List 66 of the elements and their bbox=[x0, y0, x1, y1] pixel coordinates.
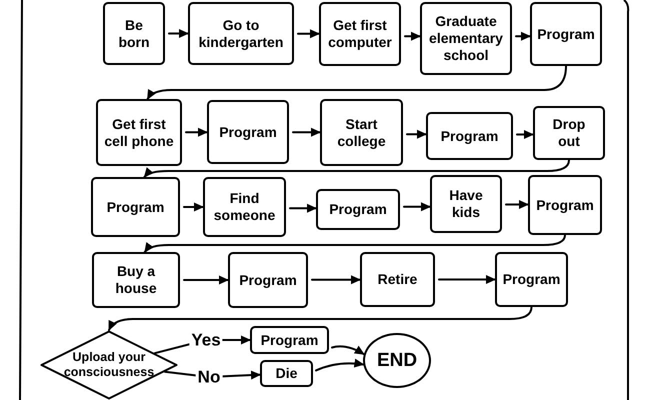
arrow bbox=[168, 29, 189, 38]
process-box bbox=[426, 112, 513, 160]
process-box bbox=[103, 2, 165, 65]
arrow bbox=[185, 128, 208, 137]
process-box bbox=[207, 100, 289, 164]
terminal-label: END bbox=[376, 351, 418, 370]
process-box bbox=[430, 175, 502, 233]
arrow bbox=[406, 130, 427, 139]
process-box bbox=[91, 177, 180, 237]
step-label: Find someone bbox=[212, 190, 276, 224]
process-box bbox=[533, 106, 605, 160]
decision-diamond bbox=[40, 330, 178, 400]
step-label: Program bbox=[536, 196, 594, 214]
process-box bbox=[92, 252, 180, 308]
process-box bbox=[96, 99, 182, 166]
process-box bbox=[320, 99, 403, 166]
step-label: Have kids bbox=[448, 187, 484, 221]
process-box bbox=[188, 2, 294, 65]
step-label: Program bbox=[219, 124, 277, 140]
process-box bbox=[203, 177, 286, 237]
step-label: Be born bbox=[117, 16, 151, 50]
step-label: Die bbox=[276, 365, 298, 382]
step-label: Go to kindergarten bbox=[198, 16, 284, 50]
arrow bbox=[108, 306, 532, 331]
step-label: Program bbox=[440, 128, 498, 144]
step-label: Program bbox=[239, 272, 297, 288]
process-box bbox=[420, 2, 512, 75]
arrow bbox=[515, 32, 531, 41]
process-box bbox=[316, 189, 400, 230]
arrow bbox=[292, 128, 321, 137]
process-box bbox=[495, 252, 568, 307]
process-box bbox=[250, 326, 329, 354]
step-label: Drop out bbox=[552, 116, 586, 150]
step-label: Get first computer bbox=[327, 17, 393, 51]
step-label: Program bbox=[106, 198, 164, 216]
arrow bbox=[438, 275, 496, 284]
step-label: Program bbox=[260, 332, 318, 348]
arrow bbox=[315, 358, 364, 372]
arrow bbox=[331, 345, 365, 356]
arrow bbox=[516, 130, 534, 139]
process-box bbox=[260, 360, 313, 387]
arrow bbox=[505, 200, 529, 209]
step-label: Program bbox=[329, 201, 387, 218]
arrow bbox=[183, 276, 229, 284]
arrow bbox=[403, 202, 431, 212]
step-label: Buy a house bbox=[114, 263, 158, 297]
decision-label: Upload your consciousness bbox=[62, 350, 156, 380]
process-box bbox=[530, 2, 602, 66]
process-box bbox=[528, 175, 602, 235]
arrow bbox=[146, 65, 567, 100]
step-label: Get first cell phone bbox=[103, 116, 175, 150]
step-label: Start college bbox=[336, 116, 387, 150]
process-box bbox=[228, 252, 308, 308]
arrow bbox=[311, 275, 361, 284]
edge-label: Yes bbox=[189, 332, 223, 348]
process-box bbox=[360, 252, 435, 307]
arrow bbox=[183, 202, 204, 212]
process-box bbox=[319, 2, 401, 66]
step-label: Graduate elementary school bbox=[428, 13, 504, 64]
arrow bbox=[297, 29, 320, 38]
step-label: Retire bbox=[378, 271, 418, 288]
step-label: Program bbox=[537, 26, 595, 42]
arrow bbox=[404, 32, 421, 41]
arrow bbox=[289, 204, 317, 213]
edge-label: No bbox=[196, 368, 222, 386]
step-label: Program bbox=[502, 271, 560, 288]
